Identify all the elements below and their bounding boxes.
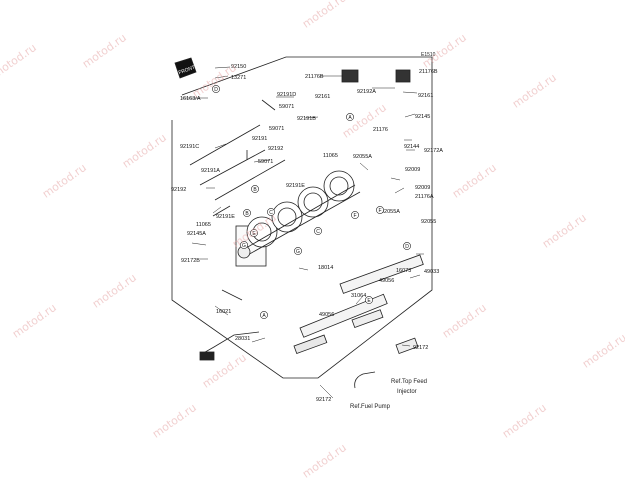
front-badge: FRONT [174, 57, 197, 79]
callout-92192: 92192 [268, 146, 283, 152]
callout-13271: 13271 [231, 75, 246, 81]
callout-92172: 92172 [316, 397, 331, 403]
svg-text:E: E [367, 298, 371, 304]
callout-92172B: 92172B [181, 258, 200, 264]
svg-text:G: G [242, 243, 246, 249]
svg-text:D: D [405, 244, 409, 250]
reference-mark-D: D [212, 85, 220, 93]
front-badge-text: FRONT [178, 65, 196, 77]
callout-92172A: 92172A [424, 148, 443, 154]
callout-16021: 16021 [216, 309, 231, 315]
callout-92055A: 92055A [381, 209, 400, 215]
callout-11065: 11065 [323, 153, 338, 159]
callout-92192: 92192 [171, 187, 186, 193]
callout-92192A: 92192A [357, 89, 376, 95]
callout-16163/A: 16163/A [180, 96, 201, 102]
sensor-harness [199, 289, 260, 356]
ref-fuel-pump: Ref.Fuel Pump [350, 404, 391, 410]
sensor-connector [199, 351, 215, 361]
callout-92191A: 92191A [201, 168, 220, 174]
svg-text:G: G [296, 249, 300, 255]
fuel-hose [293, 334, 328, 355]
callout-92055A: 92055A [353, 154, 372, 160]
throttle-bore-2 [271, 201, 303, 233]
fuel-rail-lower [299, 293, 388, 338]
reference-mark-D: D [403, 242, 411, 250]
callout-92150: 92150 [231, 64, 246, 70]
reference-mark-A: A [346, 113, 354, 121]
svg-text:B: B [245, 211, 249, 217]
callout-31064: 31064 [351, 293, 366, 299]
callout-layer: 921501327116163/A21176B21176B9216192192A… [171, 64, 443, 403]
callout-49033: 49033 [424, 269, 439, 275]
injector-part [351, 309, 384, 329]
callout-92161: 92161 [315, 94, 330, 100]
sensor-21176B [341, 69, 359, 83]
callout-18014: 18014 [318, 265, 333, 271]
fuel-rail-upper [339, 254, 424, 294]
callout-28031: 28031 [235, 336, 250, 342]
svg-text:A: A [348, 115, 352, 121]
reference-mark-C: C [267, 208, 275, 216]
callout-92009: 92009 [405, 167, 420, 173]
callout-92191E: 92191E [216, 214, 235, 220]
svg-text:B: B [253, 187, 257, 193]
callout-11065: 11065 [196, 222, 211, 228]
reference-mark-F: F [376, 206, 384, 214]
throttle-bore-4 [323, 170, 355, 202]
svg-text:F: F [353, 213, 356, 219]
svg-text:D: D [214, 87, 218, 93]
callout-92009: 92009 [415, 185, 430, 191]
callout-92191: 92191 [252, 136, 267, 142]
reference-mark-G: G [240, 241, 248, 249]
callout-92191C: 92191C [180, 144, 199, 150]
callout-59071: 59071 [269, 126, 284, 132]
ref-top-feed-line2: Injector [397, 389, 417, 395]
callout-49056: 49056 [379, 278, 394, 284]
callout-92191E: 92191E [286, 183, 305, 189]
reference-mark-G: G [294, 247, 302, 255]
callout-92172: 92172 [413, 345, 428, 351]
callout-92145A: 92145A [187, 231, 206, 237]
diagram-canvas: FRONT 921501327116163/A21176B21176B92161… [171, 52, 443, 410]
svg-text:F: F [378, 208, 381, 214]
reference-mark-E: E [250, 229, 258, 237]
callout-92145: 92145 [415, 114, 430, 120]
callout-92191D: 92191D [277, 92, 296, 98]
svg-text:E: E [252, 231, 256, 237]
svg-text:A: A [262, 313, 266, 319]
reference-mark-C: C [314, 227, 322, 235]
callout-92161: 92161 [418, 93, 433, 99]
callout-59071: 59071 [258, 159, 273, 165]
reference-mark-E: E [365, 296, 373, 304]
svg-text:C: C [269, 210, 273, 216]
callout-49056: 49056 [319, 312, 334, 318]
throttle-bore-3 [297, 186, 329, 218]
callout-59071: 59071 [279, 104, 294, 110]
reference-mark-B: B [243, 209, 251, 217]
reference-mark-B: B [251, 185, 259, 193]
reference-mark-F: F [351, 211, 359, 219]
callout-21176B: 21176B [305, 74, 324, 80]
callout-92055: 92055 [421, 219, 436, 225]
fuel-pump-fitting [354, 371, 376, 389]
callout-21176B: 21176B [419, 69, 438, 75]
callout-21176A: 21176A [415, 194, 434, 200]
callout-16073: 16073 [396, 268, 411, 274]
reference-mark-A: A [260, 311, 268, 319]
vacuum-hoses [189, 99, 286, 217]
svg-text:C: C [316, 229, 320, 235]
ref-top-feed-line1: Ref.Top Feed [391, 379, 427, 385]
callout-92144: 92144 [404, 144, 419, 150]
callout-92191B: 92191B [297, 116, 316, 122]
frame-outline [171, 56, 433, 379]
leader-lines [182, 66, 424, 399]
diagram-code: E1510 [421, 52, 436, 58]
callout-21176: 21176 [373, 127, 388, 133]
